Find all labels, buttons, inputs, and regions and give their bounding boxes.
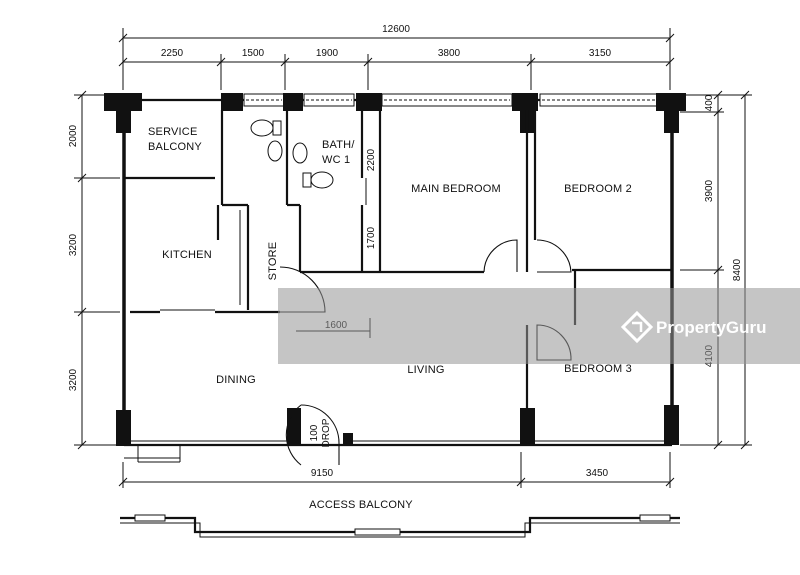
label-service-balcony-1: SERVICE <box>148 126 198 138</box>
label-store: STORE <box>267 242 279 281</box>
interior-walls <box>124 110 672 408</box>
basin-icon <box>267 140 283 162</box>
label-drop-2: DROP <box>321 418 332 447</box>
dim-bottom-1: 9150 <box>311 468 334 479</box>
watermark: PropertyGuru <box>278 288 800 364</box>
columns <box>104 93 686 446</box>
dim-right-1: 400 <box>704 94 715 111</box>
dim-left-2: 3200 <box>68 233 79 256</box>
dim-bottom-2: 3450 <box>586 468 609 479</box>
dim-bath-1: 2200 <box>366 148 377 171</box>
dim-left-1: 2000 <box>68 124 79 147</box>
left-dimension-lines <box>74 90 120 450</box>
dim-right-2: 3900 <box>704 179 715 202</box>
label-service-balcony-2: BALCONY <box>148 141 202 153</box>
access-balcony-outline <box>120 514 680 538</box>
label-living: LIVING <box>407 364 444 376</box>
bottom-step <box>124 446 181 463</box>
top-dimension-lines <box>118 28 675 90</box>
dim-top-1: 2250 <box>161 48 184 59</box>
dim-top-2: 1500 <box>242 48 265 59</box>
label-drop-1: 100 <box>309 424 320 441</box>
dim-top-5: 3150 <box>589 48 612 59</box>
dim-overall-top: 12600 <box>382 24 410 35</box>
label-access-balcony: ACCESS BALCONY <box>309 499 413 511</box>
watermark-brand: PropertyGuru <box>656 318 767 337</box>
sanitary-fixtures <box>250 119 334 189</box>
label-dining: DINING <box>216 374 256 386</box>
label-bath-2: WC 1 <box>322 154 350 166</box>
bottom-dimension-lines <box>118 452 675 488</box>
basin-icon-2 <box>292 142 308 164</box>
dim-bath-2: 1700 <box>366 226 377 249</box>
label-bedroom-3: BEDROOM 3 <box>564 363 632 375</box>
dim-right-overall: 8400 <box>732 258 743 281</box>
propertyguru-logo-icon <box>620 310 654 344</box>
label-bath-1: BATH/ <box>322 139 355 151</box>
toilet-icon <box>250 119 274 137</box>
dim-top-4: 3800 <box>438 48 461 59</box>
toilet-icon-2 <box>310 171 334 189</box>
label-bedroom-2: BEDROOM 2 <box>564 183 632 195</box>
label-main-bedroom: MAIN BEDROOM <box>411 183 501 195</box>
dim-top-3: 1900 <box>316 48 339 59</box>
right-dimension-lines <box>680 90 752 450</box>
top-windows <box>243 93 659 107</box>
dim-left-3: 3200 <box>68 368 79 391</box>
label-kitchen: KITCHEN <box>162 249 212 261</box>
